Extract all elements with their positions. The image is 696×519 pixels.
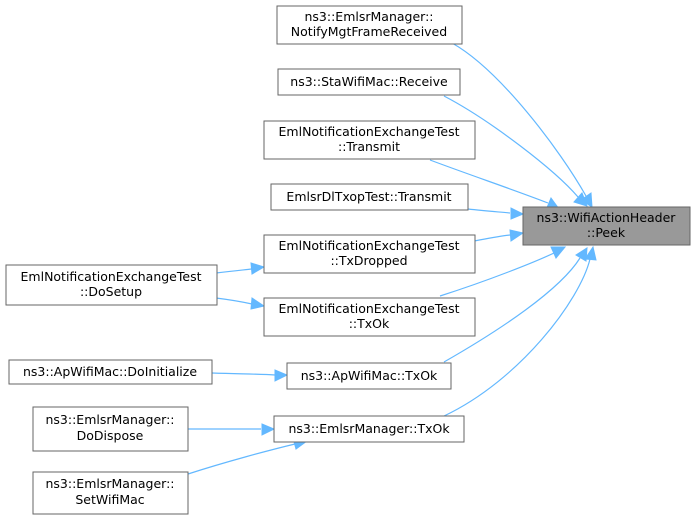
node-eml-dosetup-line2: ::DoSetup — [80, 284, 142, 299]
edge-dosetup-to-txok — [215, 297, 266, 310]
node-eml-txdropped-line1: EmlNotificationExchangeTest — [279, 238, 460, 253]
edge-sta-receive-to-target — [443, 95, 588, 207]
edge-dltxop-transmit-to-target — [467, 207, 525, 220]
node-notify-mgt-line1: ns3::EmlsrManager:: — [304, 9, 433, 24]
node-stawifimac-receive[interactable]: ns3::StaWifiMac::Receive — [277, 68, 461, 96]
node-emlnotificationexchangetest-transmit[interactable]: EmlNotificationExchangeTest ::Transmit — [263, 120, 476, 160]
node-emlnotificationexchangetest-txok[interactable]: EmlNotificationExchangeTest ::TxOk — [263, 297, 476, 337]
node-emlsrmanager-dodispose[interactable]: ns3::EmlsrManager:: DoDispose — [32, 406, 189, 452]
edge-dodispose-to-emlsr-txok — [187, 423, 276, 436]
node-emlsrdltxoptest-transmit[interactable]: EmlsrDlTxopTest::Transmit — [270, 183, 469, 211]
node-wifiactionheader-peek[interactable]: ns3::WifiActionHeader ::Peek — [522, 206, 691, 246]
edge-setwifimac-to-emlsr-txok — [187, 437, 309, 475]
node-eml-txok-line2: ::TxOk — [349, 316, 390, 331]
node-emlsr-dodispose-line1: ns3::EmlsrManager:: — [45, 412, 174, 427]
node-emlsrmanager-setwifimac[interactable]: ns3::EmlsrManager:: SetWifiMac — [32, 471, 189, 515]
edge-emlsr-txok-to-target — [443, 245, 597, 417]
node-ap-doinit-label: ns3::ApWifiMac::DoInitialize — [23, 364, 197, 379]
edge-eml-txdropped-to-target — [473, 229, 525, 242]
node-emlnotificationexchangetest-dosetup[interactable]: EmlNotificationExchangeTest ::DoSetup — [5, 264, 218, 306]
node-emlsrmanager-notifymgtframereceived[interactable]: ns3::EmlsrManager:: NotifyMgtFrameReceiv… — [276, 5, 463, 45]
node-apwifimac-txok[interactable]: ns3::ApWifiMac::TxOk — [286, 362, 452, 390]
edge-ap-doinit-to-ap-txok — [211, 369, 289, 382]
node-eml-transmit-line1: EmlNotificationExchangeTest — [279, 124, 460, 139]
node-emlsr-txok-label: ns3::EmlsrManager::TxOk — [288, 421, 450, 436]
node-notify-mgt-line2: NotifyMgtFrameReceived — [291, 24, 447, 39]
node-eml-txok-line1: EmlNotificationExchangeTest — [279, 301, 460, 316]
node-emlsrmanager-txok[interactable]: ns3::EmlsrManager::TxOk — [273, 415, 465, 443]
node-dltxop-transmit-label: EmlsrDlTxopTest::Transmit — [286, 189, 451, 204]
edge-ap-txok-to-target — [443, 247, 588, 363]
node-wifiactionheader-peek-line1: ns3::WifiActionHeader — [537, 210, 677, 225]
node-eml-txdropped-line2: ::TxDropped — [330, 253, 407, 268]
node-eml-transmit-line2: ::Transmit — [338, 139, 400, 154]
node-eml-dosetup-line1: EmlNotificationExchangeTest — [21, 269, 202, 284]
node-emlsr-setwifimac-line2: SetWifiMac — [75, 492, 144, 507]
node-wifiactionheader-peek-line2: ::Peek — [587, 225, 626, 240]
edge-dosetup-to-txdropped — [215, 262, 266, 275]
edge-eml-txok-to-target — [439, 246, 567, 297]
node-emlsr-dodispose-line2: DoDispose — [77, 428, 144, 443]
node-emlsr-setwifimac-line1: ns3::EmlsrManager:: — [45, 476, 174, 491]
node-apwifimac-doinitialize[interactable]: ns3::ApWifiMac::DoInitialize — [8, 359, 213, 385]
node-sta-receive-label: ns3::StaWifiMac::Receive — [290, 74, 448, 89]
node-emlnotificationexchangetest-txdropped[interactable]: EmlNotificationExchangeTest ::TxDropped — [263, 234, 476, 274]
node-ap-txok-label: ns3::ApWifiMac::TxOk — [301, 368, 438, 383]
